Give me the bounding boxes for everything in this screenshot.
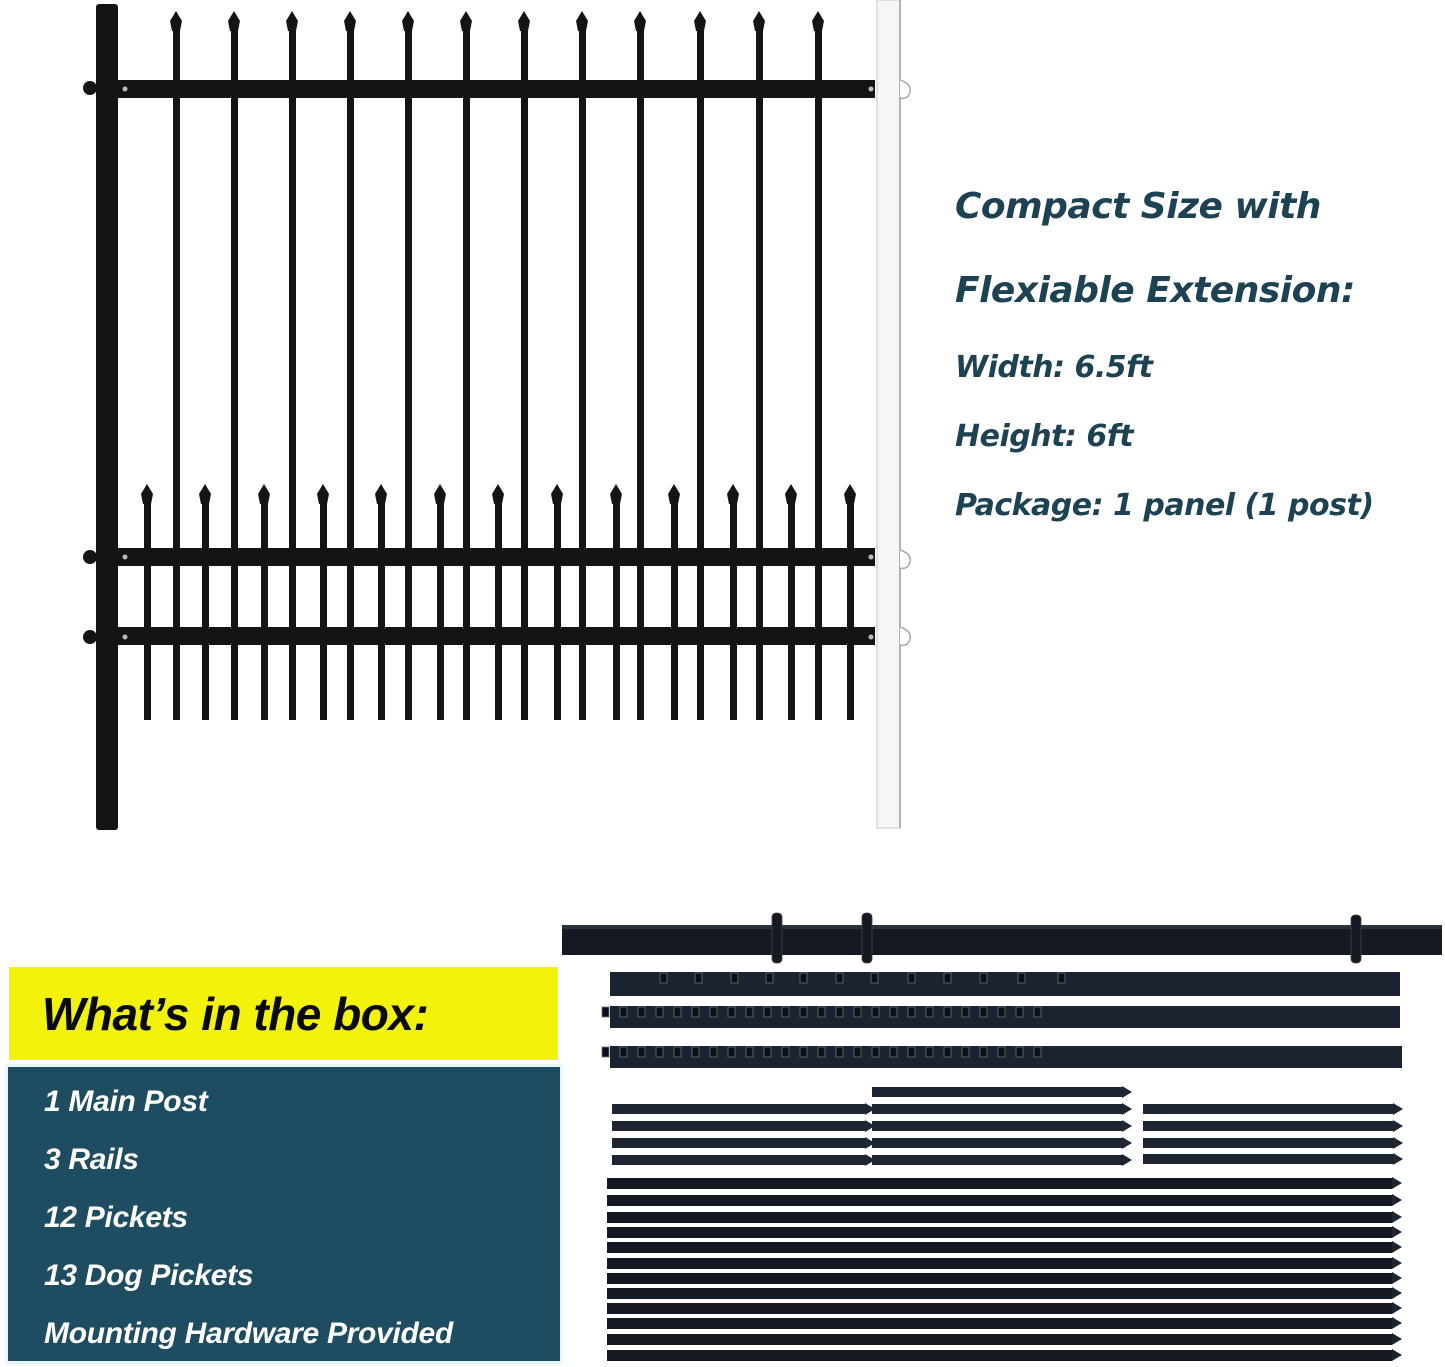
- whats-in-box-title: What’s in the box:: [42, 987, 429, 1040]
- whats-in-box-list-frame: 1 Main Post 3 Rails 12 Pickets 13 Dog Pi…: [5, 1064, 563, 1364]
- dog-pickets: [141, 484, 856, 720]
- whats-in-box-list: 1 Main Post 3 Rails 12 Pickets 13 Dog Pi…: [8, 1067, 560, 1361]
- box-item-dog-pickets: 13 Dog Pickets: [44, 1259, 254, 1292]
- box-item-hardware: Mounting Hardware Provided: [44, 1317, 453, 1350]
- headline-line-1: Compact Size with: [955, 186, 1321, 227]
- rails: [115, 80, 875, 645]
- spec-width: Width: 6.5ft: [955, 350, 1153, 385]
- box-item-main-post: 1 Main Post: [44, 1085, 208, 1118]
- parts-layout-illustration: [562, 912, 1442, 1361]
- fence-panel-illustration: [83, 0, 912, 830]
- tall-pickets: [170, 11, 824, 720]
- white-extension-post: [876, 0, 912, 829]
- spec-panel: Compact Size with Flexiable Extension: W…: [955, 165, 1435, 540]
- parts-rails: [601, 972, 1402, 1068]
- box-item-rails: 3 Rails: [44, 1143, 139, 1176]
- spec-package: Package: 1 panel (1 post): [955, 488, 1374, 523]
- parts-main-post: [562, 912, 1442, 964]
- spec-height: Height: 6ft: [955, 419, 1134, 454]
- whats-in-box-title-band: What’s in the box:: [9, 967, 558, 1060]
- parts-tall-pickets: [607, 1177, 1402, 1361]
- black-main-post: [83, 4, 118, 830]
- headline-line-2: Flexiable Extension:: [955, 270, 1355, 311]
- parts-dog-pickets: [612, 1086, 1403, 1166]
- box-item-pickets: 12 Pickets: [44, 1201, 188, 1234]
